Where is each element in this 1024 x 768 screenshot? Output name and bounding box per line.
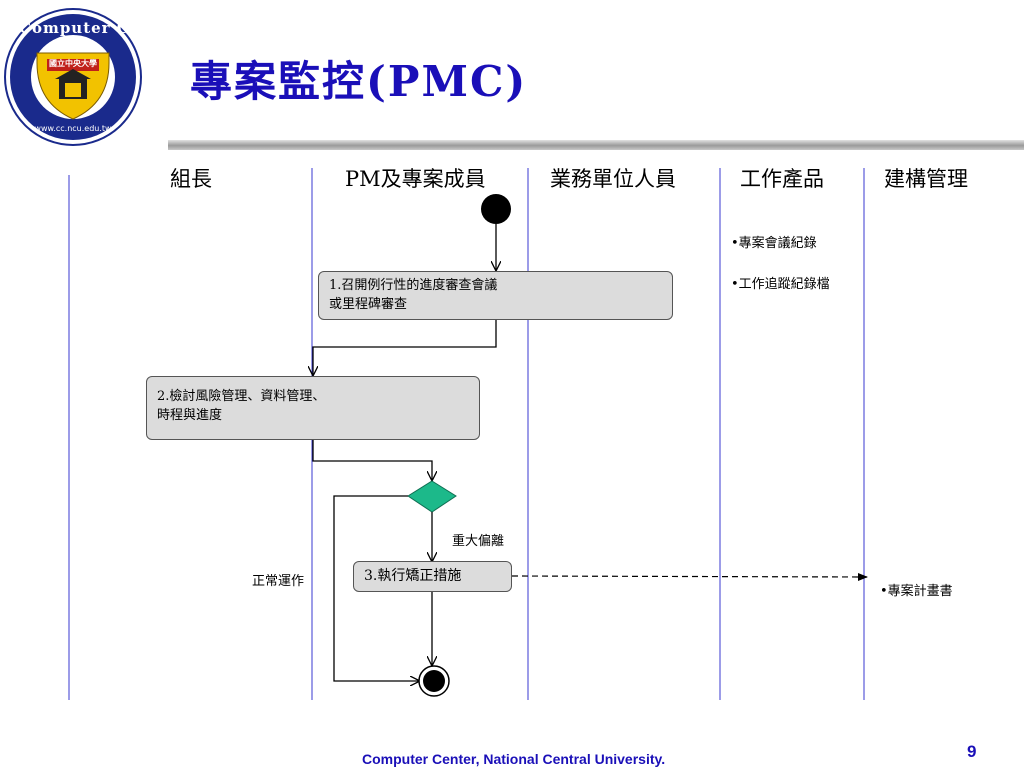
logo-inner-text: 國立中央大學 (49, 59, 97, 68)
config-item: •專案計畫書 (880, 584, 953, 599)
decision-node (407, 480, 457, 513)
lane-label-work-products: 工作產品 (740, 167, 824, 191)
lane-label-business: 業務單位人員 (550, 167, 676, 191)
lane-label-leader: 組長 (170, 167, 212, 191)
footer-text: Computer Center, National Central Univer… (362, 751, 666, 767)
page-title: 專案監控(PMC) (190, 57, 528, 106)
guard-normal: 正常運作 (252, 574, 305, 589)
work-product-item: •工作追蹤紀錄檔 (731, 277, 830, 292)
lane-label-config-mgmt: 建構管理 (884, 167, 968, 191)
guard-major-deviation: 重大偏離 (452, 534, 505, 549)
logo-emblem-icon (4, 8, 142, 146)
activity-1-line-2: 或里程碑審查 (329, 297, 408, 312)
activity-2-line-2: 時程與進度 (157, 408, 223, 423)
activity-1-line-1: 1.召開例行性的進度審查會議 (329, 278, 498, 293)
activity-3-label: 3.執行矯正措施 (364, 568, 462, 584)
final-node-core (423, 670, 445, 692)
flow-arrow (313, 320, 497, 375)
dashed-flow-arrow (511, 572, 868, 581)
page-number: 9 (967, 742, 977, 761)
logo-ring-bottom-text: www.cc.ncu.edu.tw (34, 124, 112, 133)
flow-arrow (312, 440, 432, 480)
activity-2: 2.檢討風險管理、資料管理、 時程與進度 (146, 376, 480, 440)
activity-3: 3.執行矯正措施 (353, 561, 512, 592)
lane-label-pm: PM及專案成員 (345, 167, 486, 191)
activity-1: 1.召開例行性的進度審查會議 或里程碑審查 (318, 271, 673, 320)
logo: 國立中央大學 Computer Center www.cc.ncu.edu.tw (3, 7, 179, 147)
flow-normal-path (333, 495, 419, 681)
title-divider (168, 140, 1024, 150)
initial-node (481, 194, 511, 224)
activity-2-line-1: 2.檢討風險管理、資料管理、 (157, 389, 326, 404)
work-product-item: •專案會議紀錄 (731, 236, 817, 251)
